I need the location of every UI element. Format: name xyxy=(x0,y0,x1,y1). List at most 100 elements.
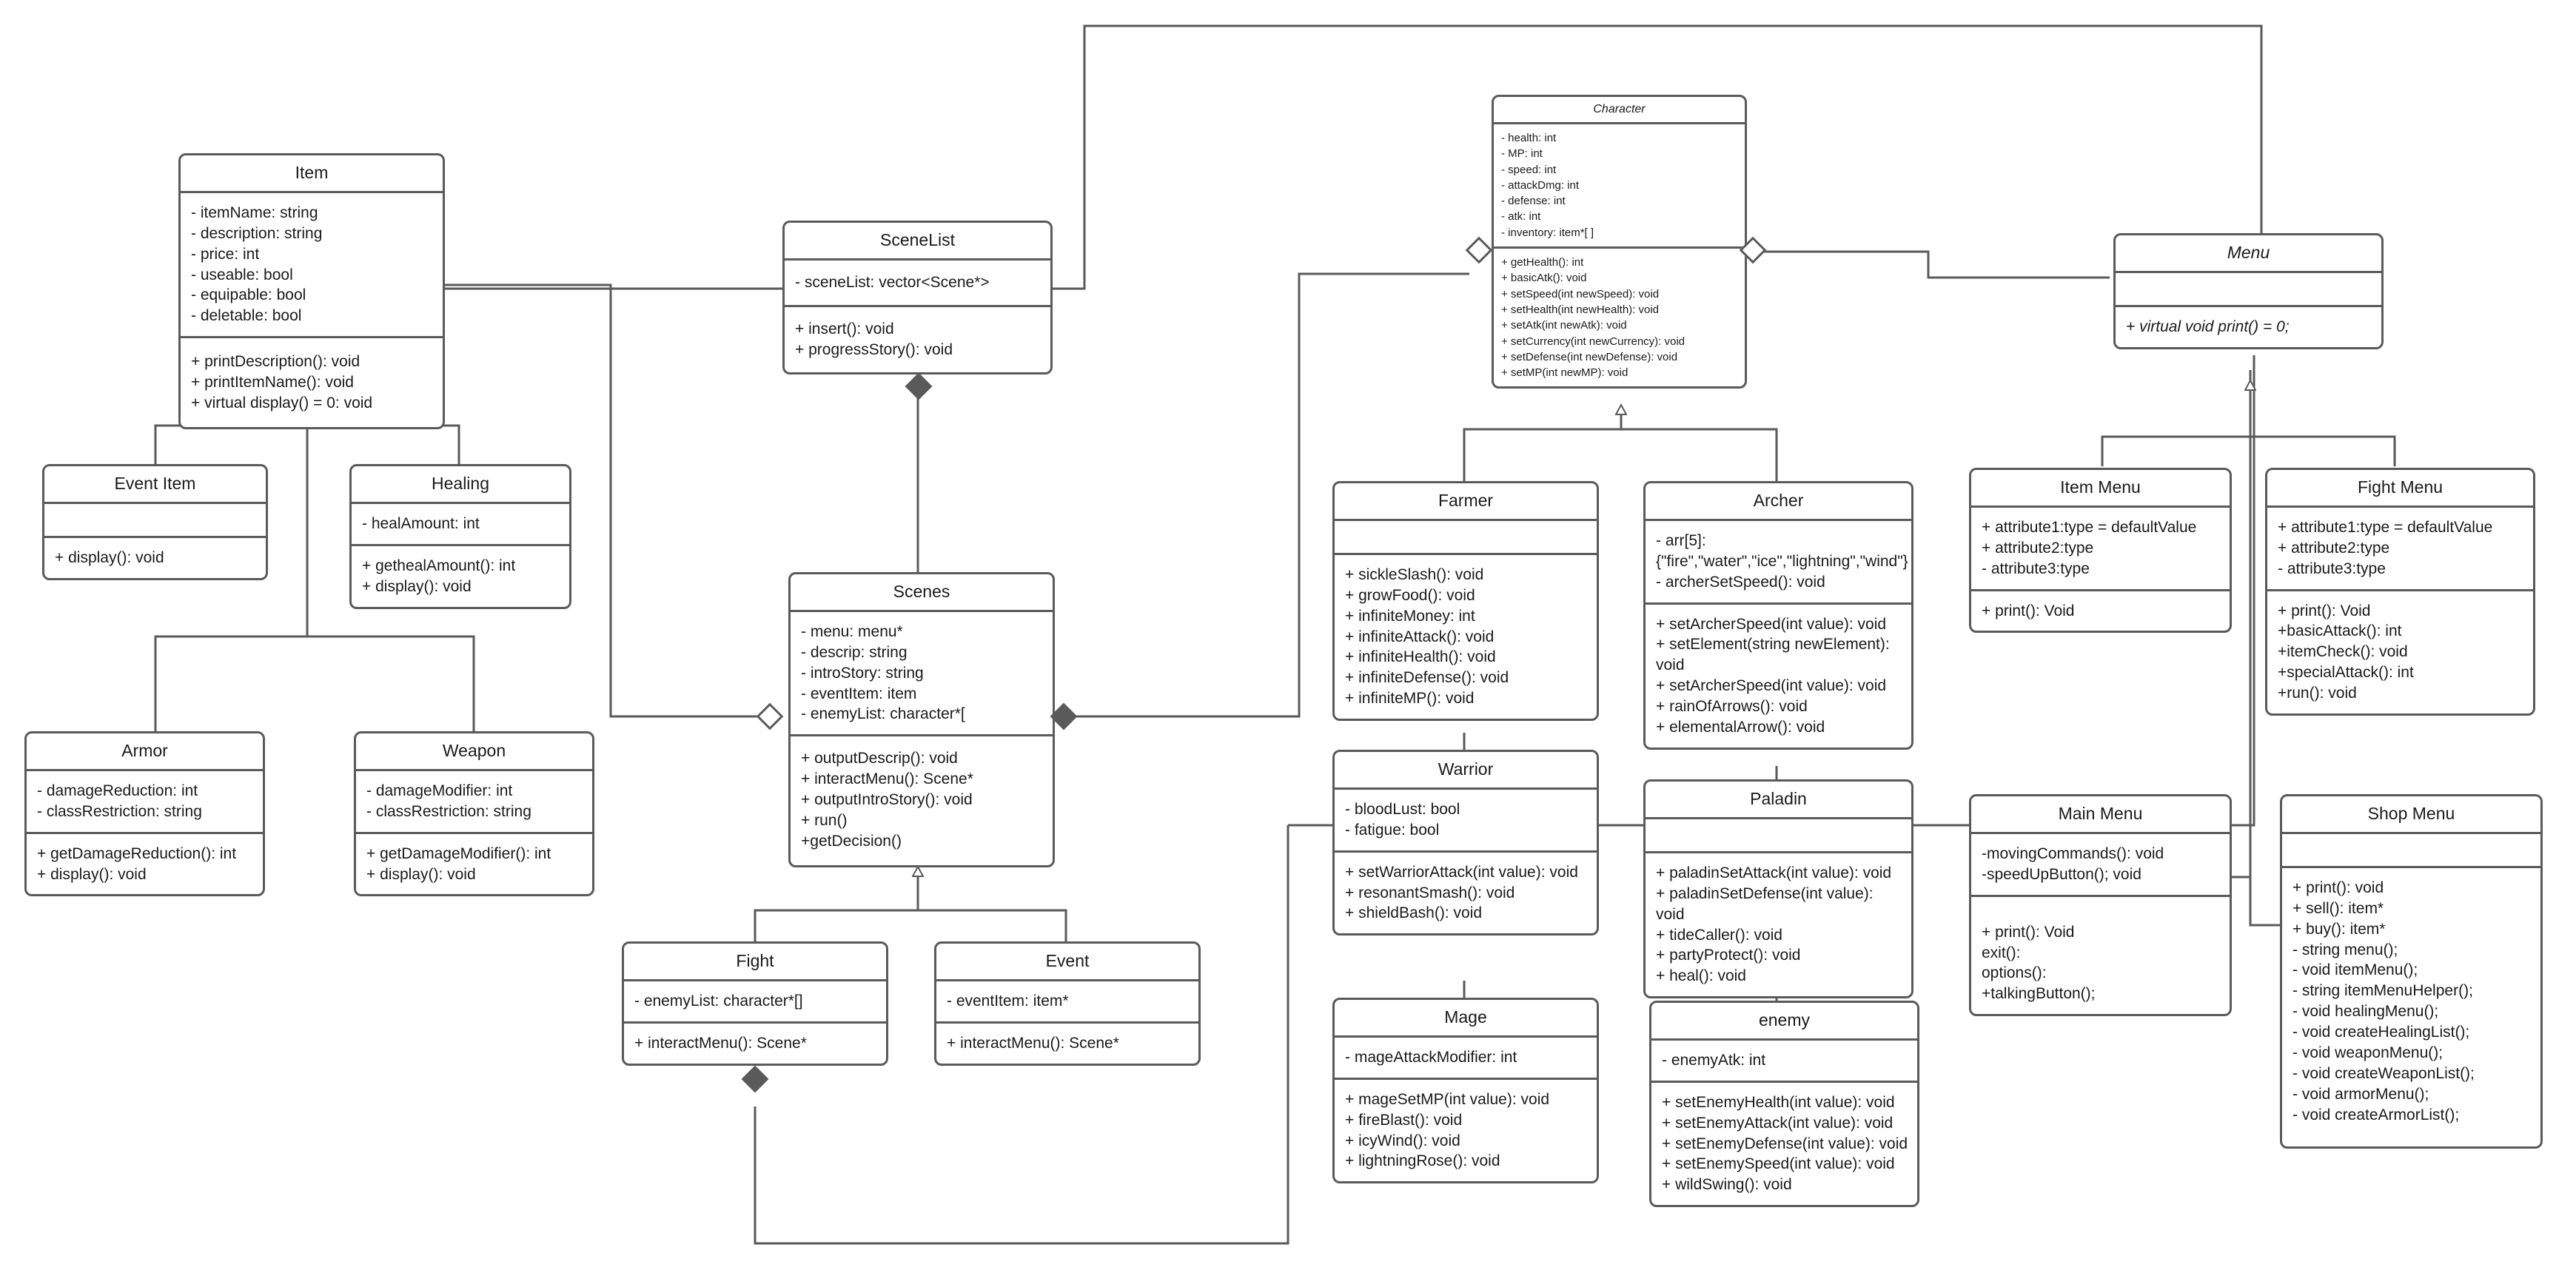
method-row: + setWarriorAttack(int value): void xyxy=(1345,863,1578,881)
class-shop-menu[interactable]: Shop Menu + print(): void + sell(): item… xyxy=(2280,794,2543,1149)
attribute-row: - deletable: bool xyxy=(191,307,302,325)
method-row: - void createHealingList(); xyxy=(2292,1024,2470,1041)
methods-enemy: + setEnemyHealth(int value): void + setE… xyxy=(1651,1083,1917,1206)
edge-itemmenu-menu xyxy=(2101,435,2250,466)
class-armor[interactable]: Armor - damageReduction: int - classRest… xyxy=(24,731,265,897)
attribute-row: - descrip: string xyxy=(801,643,908,661)
method-row: + partyProtect(): void xyxy=(1656,947,1801,964)
edge-healing-item xyxy=(307,424,460,464)
class-warrior[interactable]: Warrior - bloodLust: bool - fatigue: boo… xyxy=(1332,750,1599,936)
method-row: + rainOfArrows(): void xyxy=(1656,698,1808,716)
class-paladin[interactable]: Paladin + paladinSetAttack(int value): v… xyxy=(1643,779,1913,999)
methods-menu: + virtual void print() = 0; xyxy=(2116,307,2381,347)
attributes-event: - eventItem: item* xyxy=(936,981,1198,1024)
method-row: - void weaponMenu(); xyxy=(2292,1044,2443,1062)
class-title-paladin: Paladin xyxy=(1646,782,1911,819)
attributes-menu xyxy=(2116,273,2381,307)
class-title-event: Event xyxy=(936,944,1198,981)
attributes-item: - itemName: string - description: string… xyxy=(181,193,443,339)
class-enemy[interactable]: enemy - enemyAtk: int + setEnemyHealth(i… xyxy=(1649,1001,1919,1208)
composition-diamond-fight-menu xyxy=(741,1065,769,1093)
method-row: + setArcherSpeed(int value): void xyxy=(1656,677,1887,695)
method-row: + heal(): void xyxy=(1656,967,1746,985)
methods-fight-menu: + print(): Void +basicAttack(): int +ite… xyxy=(2267,591,2533,714)
method-row: + shieldBash(): void xyxy=(1345,904,1483,922)
class-event[interactable]: Event - eventItem: item* + interactMenu(… xyxy=(934,941,1201,1066)
attribute-row: - eventItem: item* xyxy=(947,992,1069,1010)
method-row: + print(): void xyxy=(2292,879,2384,896)
attribute-row: - mageAttackModifier: int xyxy=(1345,1048,1517,1066)
class-main-menu[interactable]: Main Menu -movingCommands(): void -speed… xyxy=(1969,794,2232,1017)
class-scene-list[interactable]: SceneList - sceneList: vector<Scene*> + … xyxy=(782,221,1053,374)
method-row: - string menu(); xyxy=(2292,941,2398,958)
attribute-row: -movingCommands(): void xyxy=(1982,844,2164,862)
attribute-row: - useable: bool xyxy=(191,266,293,283)
attribute-row: - inventory: item*[ ] xyxy=(1501,226,1594,239)
class-title-warrior: Warrior xyxy=(1335,752,1597,790)
class-menu[interactable]: Menu + virtual void print() = 0; xyxy=(2113,233,2384,349)
method-row: + basicAtk(): void xyxy=(1501,272,1587,285)
class-title-shop-menu: Shop Menu xyxy=(2282,796,2540,834)
class-title-main-menu: Main Menu xyxy=(1971,796,2230,834)
method-row: + interactMenu(): Scene* xyxy=(947,1034,1119,1052)
attribute-row: - atk: int xyxy=(1501,210,1541,224)
method-row: + infiniteAttack(): void xyxy=(1345,628,1495,645)
class-character[interactable]: Character - health: int - MP: int - spee… xyxy=(1492,95,1747,389)
edge-weapon-item xyxy=(307,635,475,731)
methods-shop-menu: + print(): void + sell(): item* + buy():… xyxy=(2282,868,2540,1146)
attributes-warrior: - bloodLust: bool - fatigue: bool xyxy=(1335,790,1597,853)
aggregation-diamond-character-item xyxy=(1465,236,1493,264)
attribute-row: - eventItem: item xyxy=(801,685,917,702)
method-row: + interactMenu(): Scene* xyxy=(634,1034,807,1052)
class-farmer[interactable]: Farmer + sickleSlash(): void + growFood(… xyxy=(1332,481,1599,722)
methods-warrior: + setWarriorAttack(int value): void + re… xyxy=(1335,853,1597,934)
attributes-paladin xyxy=(1646,819,1911,853)
composition-diamond-scenelist xyxy=(905,372,933,400)
class-item-menu[interactable]: Item Menu + attribute1:type = defaultVal… xyxy=(1969,468,2232,634)
attributes-scene-list: - sceneList: vector<Scene*> xyxy=(785,261,1050,307)
class-healing[interactable]: Healing - healAmount: int + gethealAmoun… xyxy=(349,464,571,609)
method-row: +specialAttack(): int xyxy=(2278,664,2414,682)
method-row: + run() xyxy=(801,812,848,830)
class-weapon[interactable]: Weapon - damageModifier: int - classRest… xyxy=(354,731,594,897)
class-fight[interactable]: Fight - enemyList: character*[] + intera… xyxy=(622,941,888,1066)
class-event-item[interactable]: Event Item + display(): void xyxy=(42,464,268,580)
method-row: + setSpeed(int newSpeed): void xyxy=(1501,287,1660,300)
method-row: + setCurrency(int newCurrency): void xyxy=(1501,335,1686,348)
attribute-row: + attribute1:type = defaultValue xyxy=(2278,518,2493,536)
method-row: + icyWind(): void xyxy=(1345,1132,1460,1149)
class-archer[interactable]: Archer - arr[5]: {"fire","water","ice","… xyxy=(1643,481,1913,750)
method-row: - void armorMenu(); xyxy=(2292,1085,2429,1103)
class-fight-menu[interactable]: Fight Menu + attribute1:type = defaultVa… xyxy=(2265,468,2535,716)
method-row: +getDecision() xyxy=(801,833,902,850)
attributes-healing: - healAmount: int xyxy=(352,504,569,546)
attribute-row: - menu: menu* xyxy=(801,622,903,640)
class-title-fight: Fight xyxy=(624,944,886,981)
attributes-main-menu: -movingCommands(): void -speedUpButton()… xyxy=(1971,834,2230,897)
method-row: + getDamageReduction(): int xyxy=(37,844,237,862)
attribute-row: - price: int xyxy=(191,245,260,263)
class-item[interactable]: Item - itemName: string - description: s… xyxy=(178,153,445,430)
class-title-scenes: Scenes xyxy=(791,574,1053,612)
class-scenes[interactable]: Scenes - menu: menu* - descrip: string -… xyxy=(788,572,1055,867)
class-title-character: Character xyxy=(1494,97,1745,124)
class-mage[interactable]: Mage - mageAttackModifier: int + mageSet… xyxy=(1332,998,1599,1184)
edge-menu-character xyxy=(1762,250,2110,279)
method-row: + setEnemySpeed(int value): void xyxy=(1662,1155,1895,1173)
aggregation-diamond-scenes-item xyxy=(756,702,784,730)
attributes-shop-menu xyxy=(2282,834,2540,868)
class-title-item-menu: Item Menu xyxy=(1971,470,2230,508)
methods-archer: + setArcherSpeed(int value): void + setE… xyxy=(1646,605,1911,748)
attributes-farmer xyxy=(1335,521,1597,555)
method-row: + wildSwing(): void xyxy=(1662,1176,1792,1194)
edge-fightmenu-menu xyxy=(2250,435,2396,466)
method-row: + setEnemyDefense(int value): void xyxy=(1662,1135,1908,1152)
class-title-enemy: enemy xyxy=(1651,1003,1917,1041)
method-row: + virtual void print() = 0; xyxy=(2126,318,2290,335)
attribute-row: - MP: int xyxy=(1501,147,1543,161)
methods-healing: + gethealAmount(): int + display(): void xyxy=(352,546,569,607)
attribute-row: - itemName: string xyxy=(191,204,318,221)
class-title-farmer: Farmer xyxy=(1335,483,1597,521)
attribute-row: - damageReduction: int xyxy=(37,782,198,799)
